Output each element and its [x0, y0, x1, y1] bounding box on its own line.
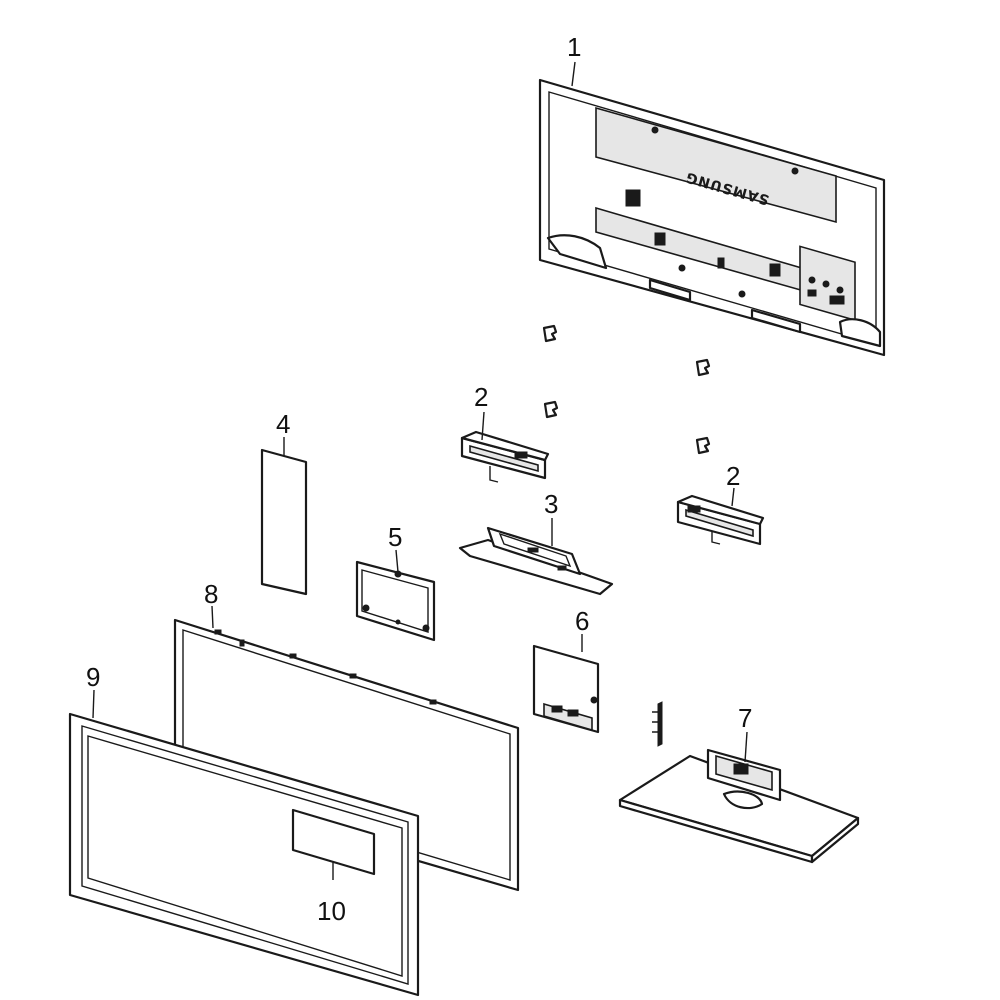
part-2-speaker-right	[676, 494, 765, 546]
callout-4: 4	[276, 409, 290, 439]
callout-2-left: 2	[474, 382, 488, 412]
part-1-io-panel	[807, 276, 845, 305]
callout-5: 5	[388, 522, 402, 552]
part-9-front-bezel	[68, 712, 420, 997]
callout-1: 1	[567, 32, 581, 62]
callout-10: 10	[317, 896, 346, 926]
part-8-middle-frame	[173, 618, 520, 892]
part-3-bracket	[458, 526, 614, 596]
callout-6: 6	[575, 606, 589, 636]
part-4-label-sheet	[260, 448, 308, 596]
screws	[542, 324, 711, 455]
callout-3: 3	[544, 489, 558, 519]
callout-2-right: 2	[726, 461, 740, 491]
callout-9: 9	[86, 662, 100, 692]
part-2-speaker-left	[460, 430, 550, 483]
leader-lines	[92, 61, 748, 880]
part-1-rear-cover: SAMSUNG	[538, 78, 886, 357]
callout-labels: 1 2 2 3 4 5 6 7 8 9 10	[86, 32, 752, 926]
part-5-board	[355, 560, 436, 642]
callout-8: 8	[204, 579, 218, 609]
part-10-label	[291, 808, 376, 876]
callout-7: 7	[738, 703, 752, 733]
part-6-main-board	[532, 644, 600, 734]
part-7-stand	[618, 701, 860, 864]
